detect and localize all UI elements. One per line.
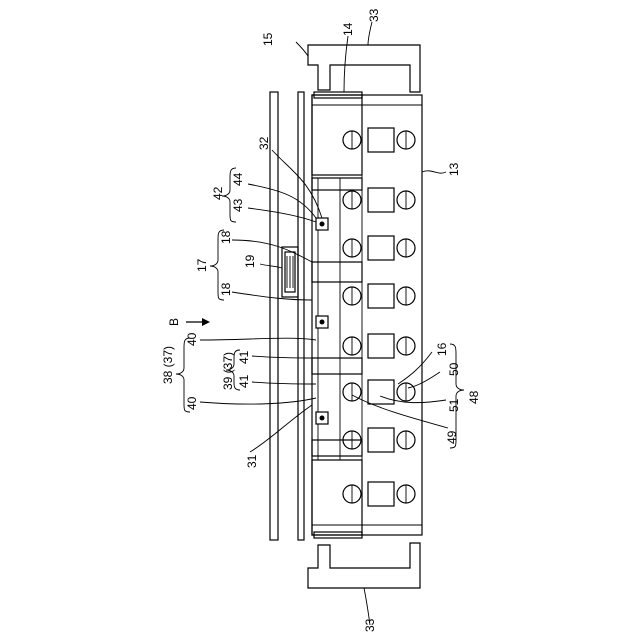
label-43: 43 [231,198,245,212]
vertical-plates [270,92,304,540]
label-13: 13 [447,162,461,176]
label-49: 49 [445,430,459,444]
label-51: 51 [447,398,461,412]
label-40-b: 40 [185,396,199,410]
view-arrow-b [186,318,210,326]
label-44: 44 [231,172,245,186]
label-39: 39 (37) [221,352,235,390]
roller-block [368,334,394,358]
label-42: 42 [211,186,225,200]
label-41-a: 41 [237,350,251,364]
label-19: 19 [243,254,257,268]
roller-unit [343,128,415,152]
label-31: 31 [245,454,259,468]
roller-block [368,482,394,506]
roller-unit [343,284,415,308]
label-16: 16 [435,342,449,356]
roller-block [368,128,394,152]
roller-block [368,188,394,212]
roller-block [368,380,394,404]
roller-block [368,236,394,260]
label-48: 48 [467,390,481,404]
label-50: 50 [447,362,461,376]
roller-unit [343,334,415,358]
label-14: 14 [341,22,355,36]
roller-unit [343,188,415,212]
roller-unit [343,380,415,404]
frame-13 [312,95,422,535]
label-33-bottom: 33 [363,618,377,632]
label-38: 38 (37) [161,346,175,384]
label-18-bottom: 18 [219,282,233,296]
roller-unit [343,236,415,260]
roller-block [368,428,394,452]
carriage-14 [312,92,362,538]
label-b: B [167,318,181,326]
stopper-19 [282,247,298,297]
bracket-33-bottom [308,543,420,588]
label-41-b: 41 [237,374,251,388]
label-17: 17 [195,258,209,272]
label-40-a: 40 [185,332,199,346]
roller-unit [343,482,415,506]
grouping-brackets [176,168,464,448]
label-33-top: 33 [367,8,381,22]
label-18-top: 18 [219,230,233,244]
roller-units [343,128,415,506]
label-15: 15 [261,32,275,46]
bracket-33-top [308,45,420,92]
label-32: 32 [257,136,271,150]
roller-block [368,284,394,308]
